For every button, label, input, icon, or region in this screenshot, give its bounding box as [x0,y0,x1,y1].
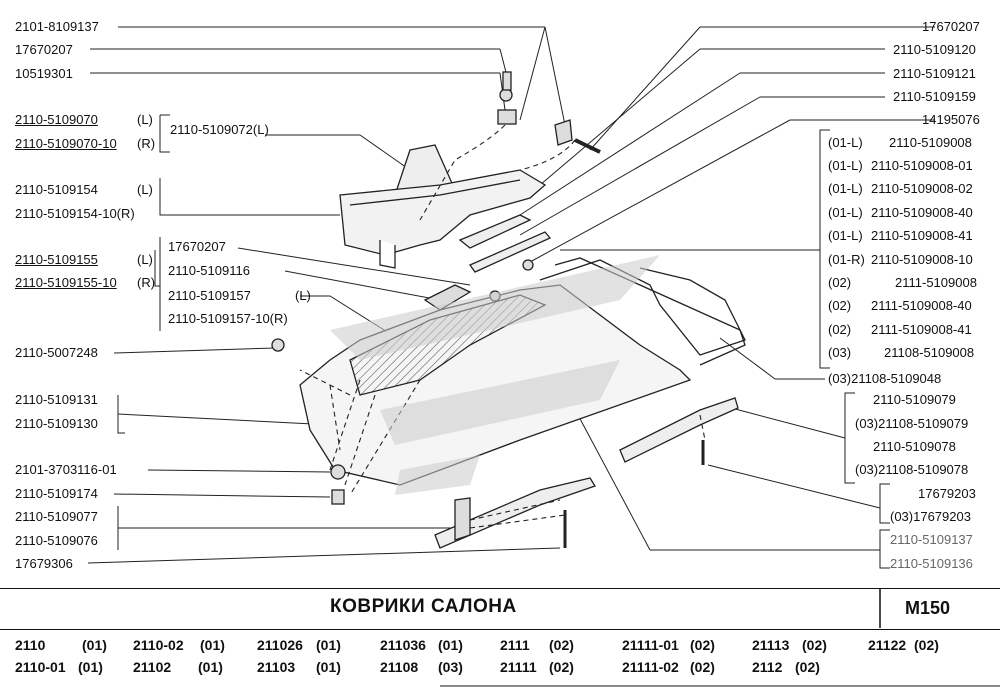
model-code: (02) [690,637,715,653]
model-code: (02) [690,659,715,675]
model-code: (01) [438,637,463,653]
model-code: (01) [82,637,107,653]
label-2110-5109155-side: (L) [137,252,153,267]
page-title: КОВРИКИ САЛОНА [330,596,517,617]
variant-row-code: (03) [828,345,852,360]
model-code: (02) [795,659,820,675]
label-2110-5007248: 2110-5007248 [15,345,98,360]
label-2110-5109131: 2110-5109131 [15,392,98,407]
page-code: M150 [905,598,951,618]
model-name: 21102 [133,659,172,675]
model-name: 21111-01 [622,637,679,653]
group2-line-2110-5109157-10: 2110-5109157-10(R) [168,311,288,326]
variant-row-part: 2110-5109008-01 [871,158,973,173]
label-03-17679203: (03)17679203 [890,509,971,524]
model-code: (01) [316,659,341,675]
label-2110-5109070: 2110-5109070 [15,112,98,127]
variant-row-part: 2110-5109008-02 [871,181,973,196]
variant-row-part: 21108-5109008 [884,345,975,360]
variant-row-part: 2110-5109008-41 [871,228,973,243]
model-name: 21113 [752,637,790,653]
variant-row-code: (01-L) [828,228,863,243]
variant-row-part: 2111-5109008-40 [871,298,972,313]
model-code: (01) [200,637,225,653]
label-2110-5109154-side: (L) [137,182,153,197]
group2-line-2110-5109157-side: (L) [295,288,311,303]
label-2110-5109070-10-side: (R) [137,136,156,151]
label-2110-5109070-side: (L) [137,112,153,127]
variant-row-part: 2111-5109008 [895,275,977,290]
variant-row-code: (02) [828,322,852,337]
label-2110-5109155-10-side: (R) [137,275,156,290]
label-17670207-left: 17670207 [15,42,73,57]
label-17679306: 17679306 [15,556,73,571]
model-name: 2110 [15,637,46,653]
label-2110-5109136: 2110-5109136 [890,556,973,571]
label-2110-5109137: 2110-5109137 [890,532,973,547]
label-2110-5109130: 2110-5109130 [15,416,98,431]
label-10519301: 10519301 [15,66,73,81]
group2-line-2110-5109116: 2110-5109116 [168,263,250,278]
group2-line-17670207: 17670207 [168,239,226,254]
variant-row-code: (01-L) [828,158,863,173]
variant-row-part: 2110-5109008 [889,135,972,150]
model-name: 2110-01 [15,659,66,675]
label-2101-8109137: 2101-8109137 [15,19,99,34]
label-2110-5109079: 2110-5109079 [873,392,956,407]
label-2110-5109121: 2110-5109121 [893,66,976,81]
label-2110-5109159: 2110-5109159 [893,89,976,104]
variant-row-code: (01-L) [828,181,863,196]
model-code: (01) [198,659,223,675]
label-2110-5109120: 2110-5109120 [893,42,976,57]
label-2110-5109154: 2110-5109154 [15,182,98,197]
label-17679203: 17679203 [918,486,976,501]
label-2110-5109174: 2110-5109174 [15,486,98,501]
label-2110-5109070-10: 2110-5109070-10 [15,136,117,151]
model-name: 2111 [500,637,530,653]
model-name: 21122 [868,637,907,653]
model-code: (01) [78,659,103,675]
label-2110-5109155-10: 2110-5109155-10 [15,275,117,290]
model-code: (03) [438,659,463,675]
label-2110-5109155: 2110-5109155 [15,252,98,267]
label-2110-5109154-10: 2110-5109154-10(R) [15,206,135,221]
model-name: 211026 [257,637,303,653]
label-21108-5109078: (03)21108-5109078 [855,462,969,477]
variant-row-code: (01-R) [828,252,865,267]
model-code: (02) [549,637,574,653]
model-name: 2110-02 [133,637,184,653]
label-21108-5109079: (03)21108-5109079 [855,416,969,431]
label-2110-5109076: 2110-5109076 [15,533,98,548]
label-14195076: 14195076 [922,112,980,127]
model-code: (02) [802,637,827,653]
variant-row-code: (01-L) [828,205,863,220]
model-name: 21111-02 [622,659,679,675]
variant-row-code: (01-L) [828,135,863,150]
model-name: 21111 [500,659,537,675]
variant-row-code: (02) [828,275,852,290]
title-bar [0,588,1000,630]
group2-line-2110-5109157: 2110-5109157 [168,288,251,303]
model-name: 211036 [380,637,426,653]
label-2110-5109072: 2110-5109072(L) [170,122,269,137]
label-17670207-right: 17670207 [922,19,980,34]
variant-row-part: 2111-5109008-41 [871,322,972,337]
variant-row-part: 2110-5109008-10 [871,252,973,267]
model-code: (02) [549,659,574,675]
label-2110-5109078: 2110-5109078 [873,439,956,454]
model-code: (02) [914,637,939,653]
label-2110-5109077: 2110-5109077 [15,509,98,524]
model-name: 2112 [752,659,783,675]
model-name: 21103 [257,659,296,675]
label-2101-3703116-01: 2101-3703116-01 [15,462,117,477]
label-21108-5109048: (03)21108-5109048 [828,371,942,386]
variant-row-code: (02) [828,298,852,313]
model-code: (01) [316,637,341,653]
model-name: 21108 [380,659,419,675]
variant-row-part: 2110-5109008-40 [871,205,973,220]
